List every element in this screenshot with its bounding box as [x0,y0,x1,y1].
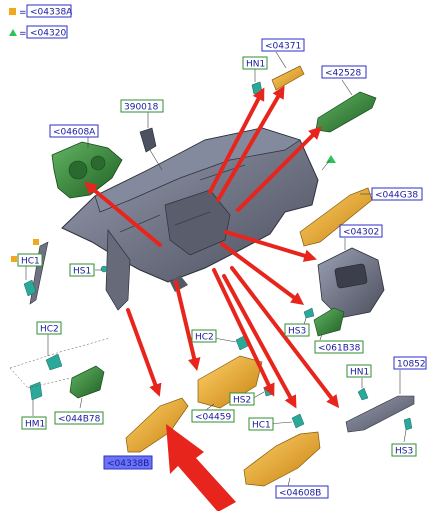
arrow-to-42528 [236,126,322,212]
svg-text:<044G38: <044G38 [375,191,418,201]
svg-text:<044B78: <044B78 [58,415,101,425]
part-04608b [243,431,321,487]
legend-square-marker-icon [33,239,39,245]
part-04459 [197,355,263,409]
hc1-square-icon [11,256,17,262]
callout-04302[interactable]: <04302 [339,224,383,238]
legend-equals-2: = [19,29,27,39]
svg-text:<061B38: <061B38 [318,344,361,354]
callout-044g38[interactable]: <044G38 [371,187,423,201]
arrow-to-04338b [126,308,162,397]
arrow-to-04302 [224,230,317,262]
svg-text:HS1: HS1 [73,267,91,277]
callout-hs3-mid[interactable]: HS3 [284,323,310,337]
legend-ref-04320: <04320 [30,29,66,39]
svg-text:HC2: HC2 [195,333,214,343]
svg-text:390018: 390018 [124,103,159,113]
svg-text:HC1: HC1 [21,257,40,267]
callout-hm1[interactable]: HM1 [21,416,47,430]
arrow-to-hs3 [220,242,305,306]
svg-text:<04608B: <04608B [279,489,321,499]
callout-04608a[interactable]: <04608A [49,124,99,138]
callout-04608b[interactable]: <04608B [275,485,329,499]
callout-10852[interactable]: 10852 [393,356,427,370]
arrow-to-10852 [230,266,340,409]
svg-text:HS3: HS3 [395,447,413,457]
arrow-to-04608a [84,181,162,247]
arrow-to-hn1 [208,87,265,194]
svg-text:<04338B: <04338B [107,459,149,469]
svg-text:<04302: <04302 [343,228,379,238]
callout-hc1-bottom[interactable]: HC1 [248,417,274,431]
legend-equals-1: = [19,8,27,18]
part-390018 [139,127,157,153]
callout-04459[interactable]: <04459 [191,409,235,423]
svg-text:<04459: <04459 [195,413,231,423]
svg-text:HN1: HN1 [246,60,265,70]
callout-061b38[interactable]: <061B38 [314,340,364,354]
svg-text:HM1: HM1 [25,420,45,430]
legend-triangle-icon [9,29,17,36]
part-061b38 [313,307,345,337]
svg-text:<04608A: <04608A [53,128,96,138]
callout-hc2-mid[interactable]: HC2 [191,329,217,343]
callout-hs3-right[interactable]: HS3 [391,443,417,457]
explode-arrows [84,85,340,409]
part-42528 [315,91,377,133]
legend-square-icon [9,8,16,15]
callout-hs2[interactable]: HS2 [229,392,255,406]
arrow-to-04459 [174,280,201,371]
callout-044b78[interactable]: <044B78 [54,411,104,425]
callout-hn1-top[interactable]: HN1 [242,56,268,70]
callout-hc1-left[interactable]: HC1 [17,253,43,267]
callout-04371[interactable]: <04371 [261,38,305,52]
callout-390018[interactable]: 390018 [120,99,164,113]
part-left-post [29,241,49,305]
legend-ref-04338a-box[interactable] [26,4,72,18]
callout-hc2-left[interactable]: HC2 [36,321,62,335]
svg-text:HN1: HN1 [350,368,369,378]
part-044b78 [69,365,105,399]
callout-42528[interactable]: <42528 [321,65,367,79]
big-highlight-arrow [166,424,236,511]
part-10852 [345,395,415,433]
svg-text:HC2: HC2 [40,325,59,335]
svg-text:10852: 10852 [397,360,426,370]
triangle-marker-icon [326,155,336,163]
callout-hs1[interactable]: HS1 [69,263,95,277]
svg-text:<04371: <04371 [265,42,301,52]
svg-text:HC1: HC1 [252,421,271,431]
legend: = <04338A = <04320 [9,4,73,39]
callout-hn1-right[interactable]: HN1 [346,364,372,378]
part-04371 [271,65,305,91]
svg-text:HS2: HS2 [233,396,251,406]
svg-text:<42528: <42528 [325,69,361,79]
arrow-to-hs2 [212,268,275,397]
legend-ref-04320-box[interactable] [26,25,68,39]
arrow-to-04608b [222,274,297,409]
legend-ref-04338a: <04338A [30,8,73,18]
part-04338b [125,397,189,453]
arrow-to-04371 [216,85,285,202]
callout-04338b[interactable]: <04338B [103,455,153,470]
svg-text:HS3: HS3 [288,327,306,337]
clip-hc1-left [23,279,37,297]
leader-lines [25,51,407,487]
